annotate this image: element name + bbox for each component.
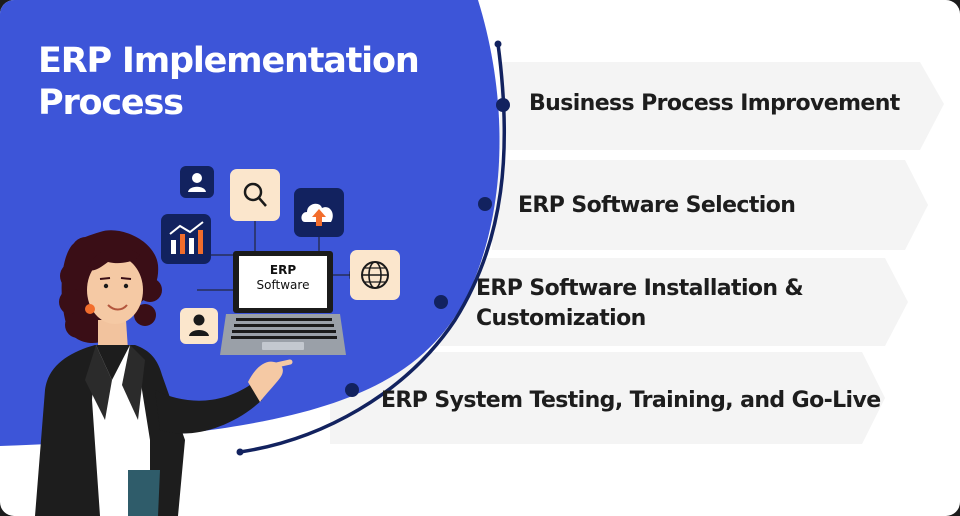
user-icon [180, 166, 214, 198]
analytics-chart-icon [161, 214, 211, 264]
step-2-label: ERP Software Selection [518, 193, 796, 218]
timeline-dots [345, 98, 510, 397]
timeline-dot-3 [434, 295, 448, 309]
step-1-label: Business Process Improvement [529, 91, 900, 116]
search-icon [230, 169, 280, 221]
timeline-end-dot [494, 40, 502, 48]
step-banners [330, 62, 944, 444]
laptop-screen-text: ERP Software [242, 263, 324, 293]
cloud-upload-icon [294, 188, 344, 237]
timeline-dot-4 [345, 383, 359, 397]
laptop-illustration [220, 251, 346, 355]
timeline-arc [239, 43, 507, 454]
presenter-woman-illustration [35, 230, 293, 516]
timeline-dot-1 [496, 98, 510, 112]
step-banner-4 [330, 352, 885, 444]
step-4-label: ERP System Testing, Training, and Go-Liv… [381, 388, 881, 413]
user-icon [180, 308, 218, 344]
step-3-label: ERP Software Installation &Customization [476, 276, 804, 331]
timeline-dot-2 [478, 197, 492, 211]
step-banner-3 [440, 258, 908, 346]
timeline-end-dot [236, 448, 244, 456]
screen-label-erp: ERP [269, 263, 297, 277]
step-banner-2 [492, 160, 928, 250]
step-banner-1 [500, 62, 944, 150]
globe-icon [350, 250, 400, 300]
screen-label-software: Software [256, 278, 310, 292]
